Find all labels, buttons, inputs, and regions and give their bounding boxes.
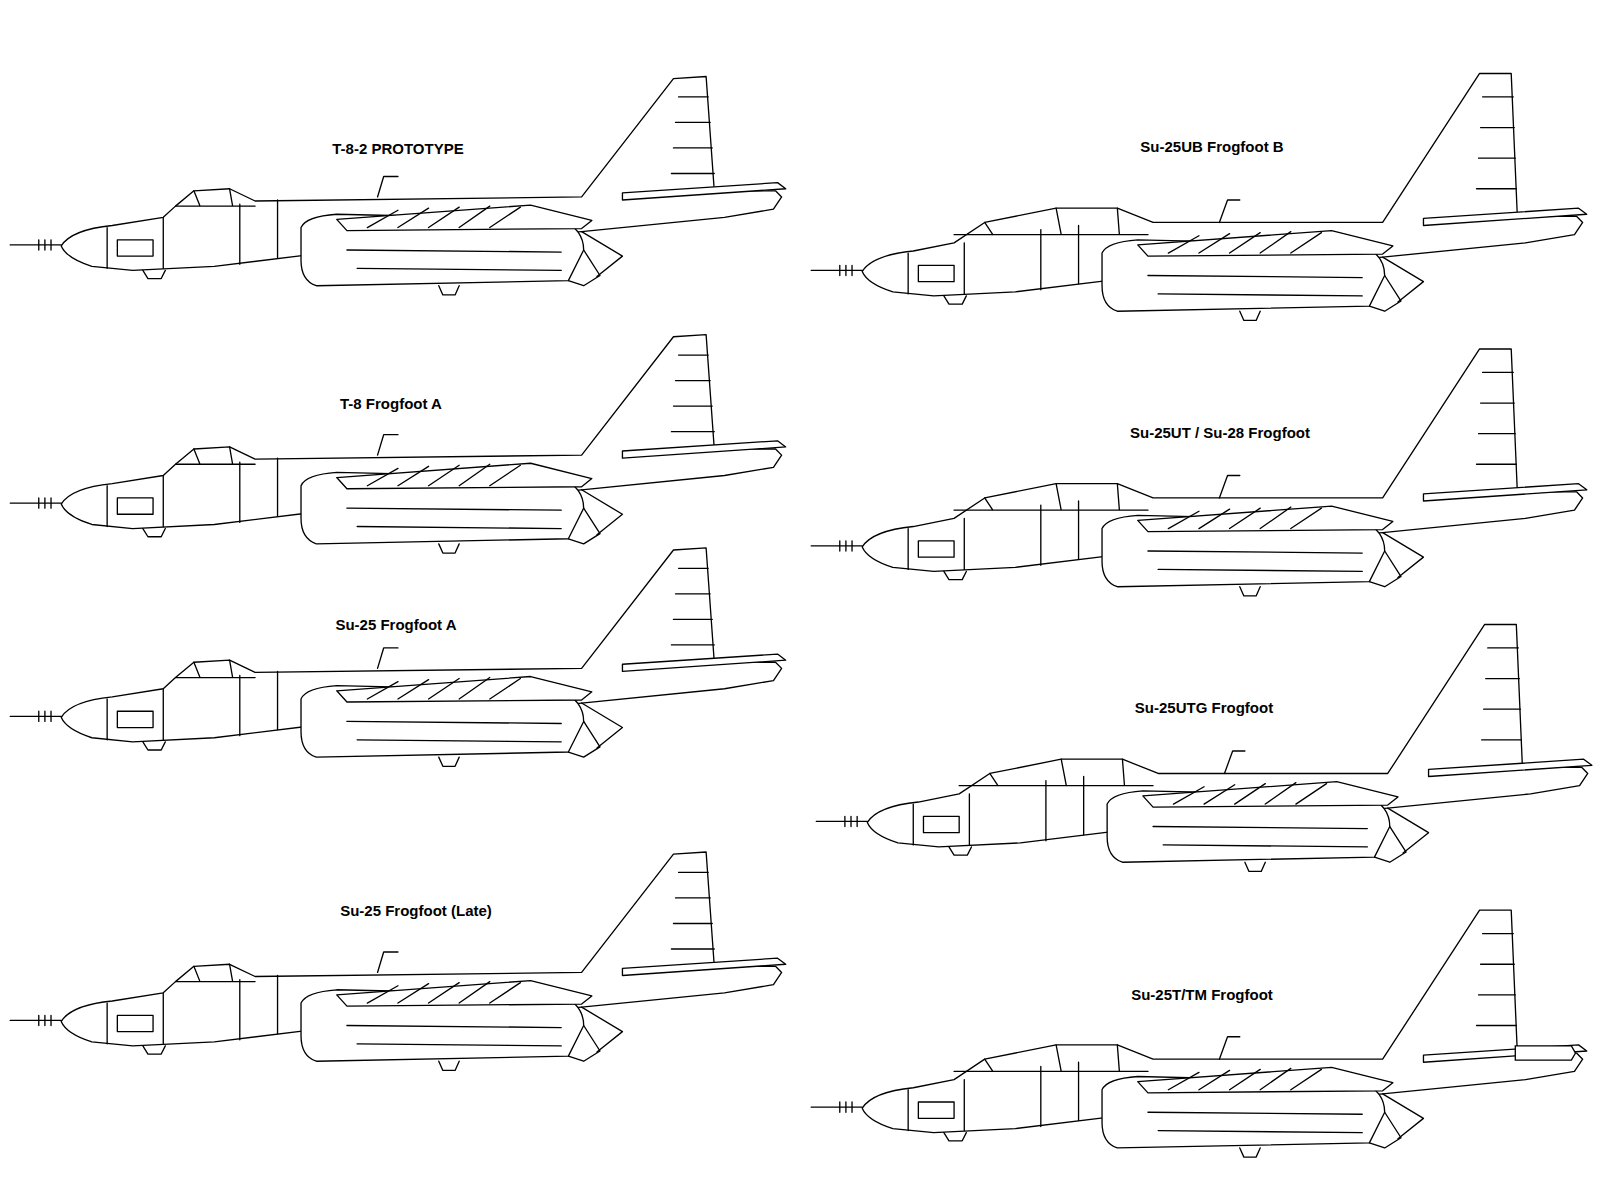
aircraft-label: Su-25UT / Su-28 Frogfoot bbox=[1128, 424, 1312, 441]
aircraft-drawing bbox=[10, 335, 786, 553]
aircraft-drawing bbox=[811, 349, 1587, 596]
aircraft-label: T-8-2 PROTOTYPE bbox=[330, 140, 465, 157]
aircraft-drawing bbox=[816, 624, 1592, 871]
aircraft-label: Su-25UB Frogfoot B bbox=[1138, 138, 1285, 155]
aircraft-drawing bbox=[811, 73, 1587, 320]
aircraft-drawing bbox=[10, 852, 786, 1070]
aircraft-drawing bbox=[10, 77, 786, 295]
aircraft-drawing bbox=[10, 548, 786, 766]
aircraft-label: Su-25 Frogfoot (Late) bbox=[338, 902, 494, 919]
aircraft-label: Su-25UTG Frogfoot bbox=[1133, 699, 1275, 716]
aircraft-label: T-8 Frogfoot A bbox=[338, 395, 444, 412]
aircraft-label: Su-25 Frogfoot A bbox=[333, 616, 458, 633]
aircraft-label: Su-25T/TM Frogfoot bbox=[1129, 986, 1275, 1003]
aircraft-drawing bbox=[811, 910, 1587, 1157]
tail-pod bbox=[1515, 1046, 1575, 1060]
